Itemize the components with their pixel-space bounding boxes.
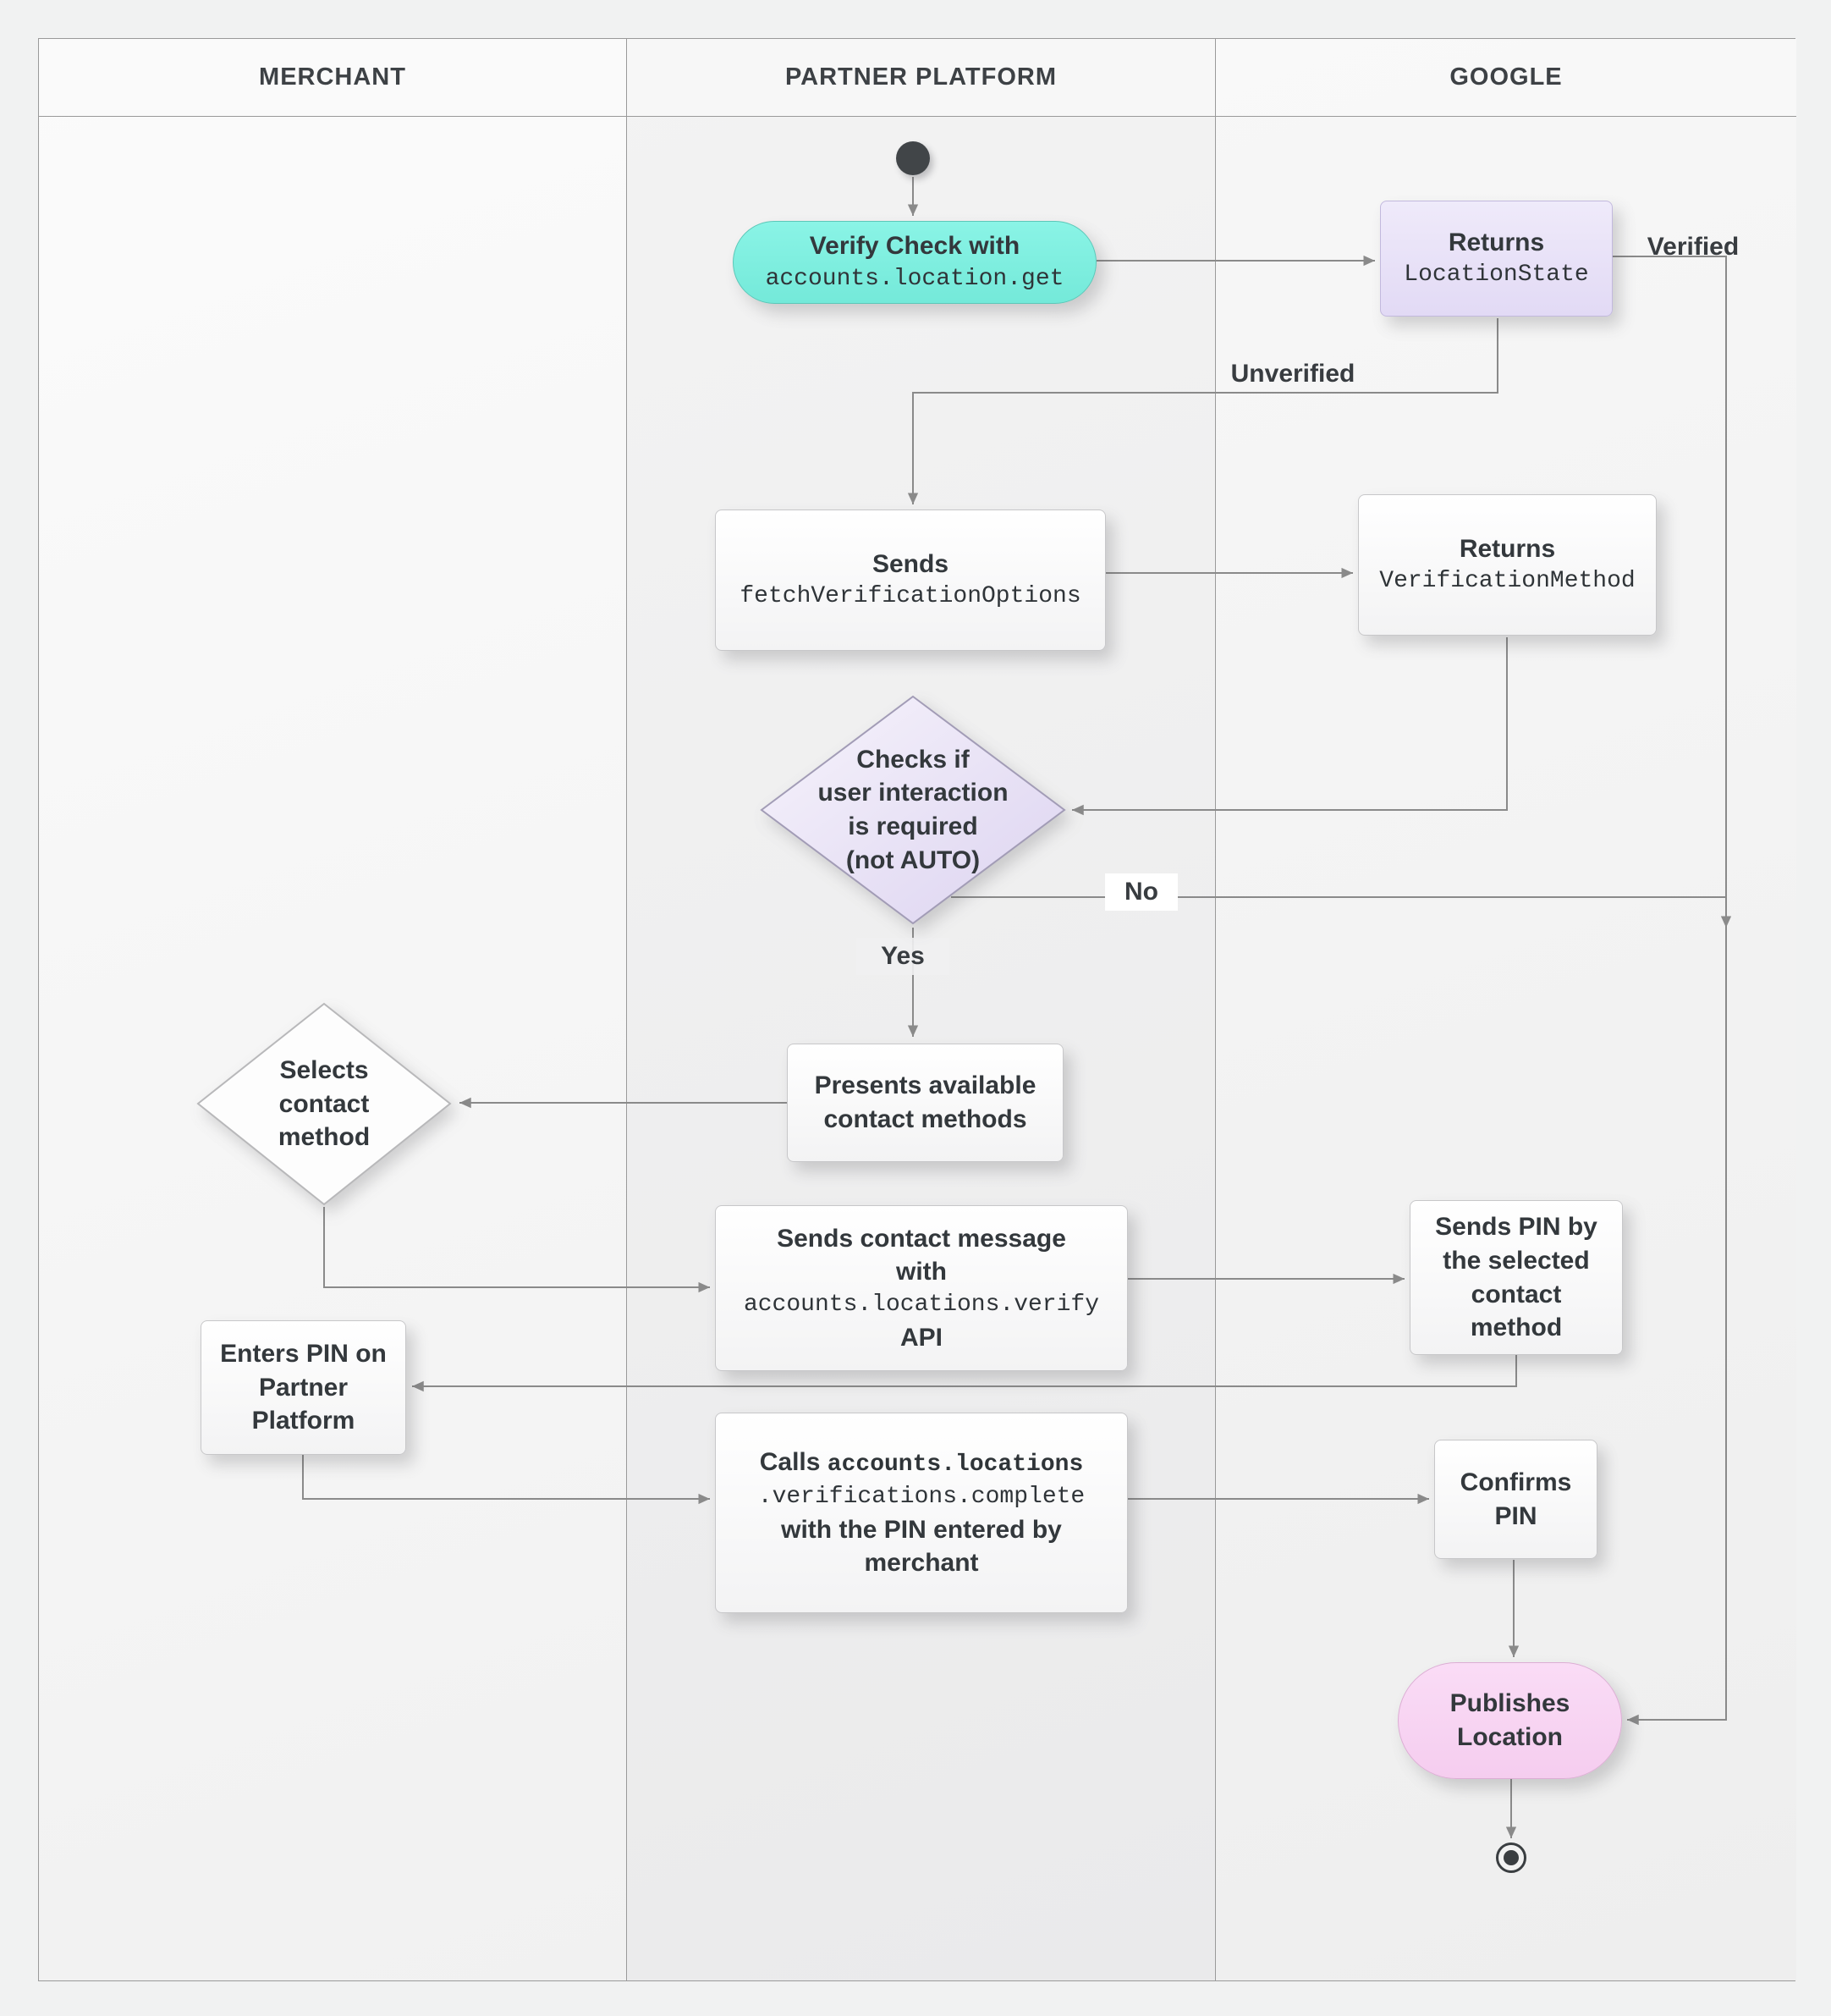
node-title: Confirms: [1460, 1468, 1572, 1496]
node-title: PIN: [1494, 1501, 1537, 1530]
node-title: Verify Check with: [809, 232, 1020, 261]
node-title: API: [899, 1323, 943, 1352]
edge-label-verified: Verified: [1647, 233, 1740, 261]
node-code: .verifications.complete: [757, 1483, 1086, 1510]
decision-text: Selects contact method: [278, 1054, 370, 1154]
node-code: accounts.locations: [827, 1451, 1084, 1479]
decision-line: user interaction: [817, 779, 1009, 807]
node-title: Sends PIN by: [1435, 1213, 1597, 1242]
node-code: accounts.locations.verify: [743, 1291, 1100, 1318]
lane-title: MERCHANT: [259, 63, 406, 91]
swimlane-table: MERCHANT PARTNER PLATFORM GOOGLE: [38, 38, 1796, 1981]
diamond-shape: [760, 695, 1066, 925]
node-title: method: [1470, 1314, 1563, 1342]
node-enters-pin: Enters PIN on Partner Platform: [201, 1320, 406, 1455]
node-verify-check: Verify Check with accounts.location.get: [733, 221, 1097, 304]
node-title: Platform: [251, 1407, 355, 1435]
edge-decision-no-to-verified-line: [951, 896, 1732, 928]
lane-google: GOOGLE: [1216, 39, 1796, 1980]
node-title: Sends contact message: [777, 1224, 1066, 1253]
edge-label-yes: Yes: [856, 938, 949, 975]
node-code: fetchVerificationOptions: [740, 583, 1081, 610]
edge-unverified-to-sends-fetch: [907, 318, 1498, 504]
lane-header-google: GOOGLE: [1216, 39, 1796, 117]
node-title: Publishes: [1449, 1689, 1570, 1718]
node-title: contact methods: [823, 1105, 1027, 1133]
decision-user-interaction-required: Checks if user interaction is required (…: [759, 694, 1067, 926]
edge-selects-method-to-sends-contact: [323, 1207, 710, 1293]
node-sends-fetch-verification-options: Sends fetchVerificationOptions: [715, 510, 1106, 651]
node-title: contact: [1471, 1280, 1562, 1308]
decision-line: method: [278, 1123, 371, 1152]
end-core-icon: [1504, 1850, 1519, 1865]
decision-line: is required: [848, 812, 978, 840]
node-title-prefix: Calls: [759, 1448, 821, 1477]
lane-header-merchant: MERCHANT: [39, 39, 626, 117]
node-presents-contact-methods: Presents available contact methods: [787, 1044, 1064, 1162]
lane-partner-platform: PARTNER PLATFORM: [627, 39, 1216, 1980]
decision-text: Checks if user interaction is required (…: [817, 743, 1008, 877]
edge-verified-to-publishes-location: [1613, 256, 1727, 1726]
node-title: Sends: [872, 549, 949, 578]
edge-enters-pin-to-calls-complete: [302, 1455, 710, 1505]
node-code: VerificationMethod: [1379, 568, 1636, 595]
edge-sends-pin-to-enters-pin: [412, 1355, 1517, 1392]
node-title: Returns: [1459, 534, 1556, 563]
end-ring-icon: [1496, 1842, 1526, 1873]
node-title: the selected: [1443, 1246, 1590, 1275]
node-title: with: [896, 1258, 947, 1286]
node-code: LocationState: [1404, 262, 1589, 289]
lane-title: GOOGLE: [1449, 63, 1563, 91]
decision-line: Selects: [279, 1056, 369, 1085]
start-node: [896, 141, 930, 175]
node-title: merchant: [864, 1549, 979, 1578]
node-title: Location: [1457, 1723, 1563, 1751]
lane-merchant: MERCHANT: [39, 39, 627, 1980]
node-confirms-pin: Confirms PIN: [1434, 1440, 1597, 1559]
node-sends-pin: Sends PIN by the selected contact method: [1410, 1200, 1623, 1355]
node-returns-verificationmethod: Returns VerificationMethod: [1358, 494, 1657, 636]
node-title: Calls accounts.locations: [760, 1446, 1084, 1481]
lane-title: PARTNER PLATFORM: [784, 63, 1057, 91]
edge-returns-verificationmethod-to-decision: [1072, 637, 1508, 816]
node-publishes-location: Publishes Location: [1398, 1662, 1622, 1779]
edge-label-no: No: [1105, 873, 1178, 911]
decision-line: Checks if: [856, 745, 970, 774]
node-title: Enters PIN on: [220, 1340, 387, 1369]
decision-selects-contact-method: Selects contact method: [195, 1001, 453, 1207]
decision-line: contact: [278, 1089, 370, 1118]
node-title: Returns: [1448, 228, 1545, 256]
end-node: [1496, 1842, 1526, 1873]
node-returns-locationstate: Returns LocationState: [1380, 201, 1613, 317]
node-title: with the PIN entered by: [781, 1515, 1062, 1544]
node-title: Presents available: [814, 1071, 1036, 1100]
node-title: Partner: [258, 1373, 349, 1402]
diamond-shape: [196, 1002, 452, 1206]
node-calls-verifications-complete: Calls accounts.locations .verifications.…: [715, 1413, 1128, 1613]
decision-line: (not AUTO): [845, 846, 981, 874]
lane-header-partner-platform: PARTNER PLATFORM: [627, 39, 1215, 117]
node-sends-contact-message: Sends contact message with accounts.loca…: [715, 1205, 1128, 1371]
start-dot-icon: [896, 141, 930, 175]
edge-label-unverified: Unverified: [1230, 360, 1355, 388]
node-code: accounts.location.get: [765, 265, 1064, 292]
